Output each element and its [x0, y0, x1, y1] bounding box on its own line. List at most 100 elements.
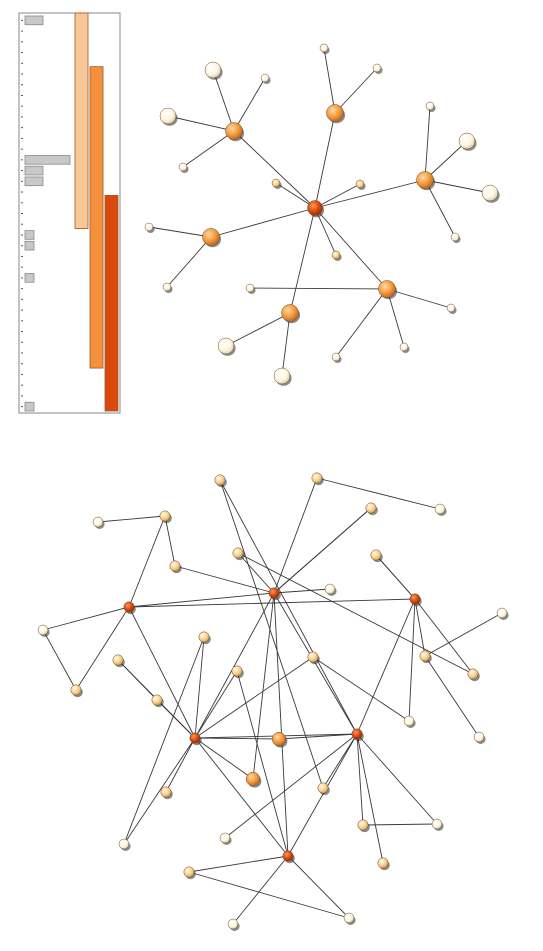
histogram-gray-bar [24, 15, 44, 26]
node-body [324, 583, 336, 595]
bottom-edge [128, 592, 275, 608]
bottom-node-level-2 [311, 472, 324, 486]
bottom-edge [165, 737, 196, 793]
top-node-level-3 [319, 43, 330, 54]
node-body [307, 200, 323, 216]
bottom-edge [42, 606, 130, 631]
top-edge [289, 207, 316, 314]
node-body [151, 694, 163, 706]
bottom-edge [224, 733, 358, 839]
node-body [271, 178, 281, 188]
bottom-node-level-0 [189, 732, 202, 746]
bottom-edge [194, 656, 314, 739]
bottom-node-level-2 [198, 631, 211, 645]
top-node-level-3 [245, 283, 256, 295]
bottom-edge [164, 515, 176, 567]
bottom-edge [252, 592, 275, 780]
node-body [178, 162, 188, 172]
node-body [198, 631, 210, 643]
top-node-level-3 [481, 184, 500, 203]
top-node-level-3 [425, 101, 436, 112]
node-body [159, 510, 171, 522]
node-body [403, 715, 415, 727]
top-node-level-3 [372, 63, 383, 74]
top-edge [314, 112, 336, 209]
top-node-level-3 [204, 61, 223, 80]
bottom-edge [128, 515, 166, 608]
histogram-gray-bar [24, 155, 71, 165]
bottom-node-level-2 [183, 866, 196, 880]
top-node-level-1 [281, 304, 301, 324]
top-graph-nodes [144, 43, 500, 386]
node-body [245, 771, 261, 787]
node-body [351, 728, 363, 740]
bottom-edge [194, 737, 280, 740]
node-body [481, 184, 499, 202]
bottom-node-level-2 [419, 650, 432, 664]
node-body [217, 337, 235, 355]
histogram-color-columns [74, 12, 119, 412]
bottom-node-level-2 [151, 694, 164, 708]
node-body [399, 342, 409, 352]
node-body [225, 122, 243, 140]
node-body [144, 222, 154, 232]
top-edge [424, 105, 431, 181]
bottom-node-level-2 [357, 819, 370, 833]
histogram-column-c2 [89, 66, 104, 369]
top-edge [335, 288, 388, 358]
bottom-node-level-2 [365, 502, 378, 516]
top-node-level-0 [307, 200, 325, 218]
bottom-node-level-3 [496, 607, 509, 620]
node-body [204, 61, 222, 79]
bottom-edge [128, 598, 416, 608]
bottom-edge [414, 598, 474, 675]
bottom-edge [237, 552, 474, 675]
bottom-edge [273, 588, 331, 594]
node-body [202, 228, 220, 246]
node-body [160, 786, 172, 798]
histogram-column-c1 [74, 12, 89, 229]
top-edge [424, 140, 468, 181]
bottom-edge [97, 515, 166, 523]
node-body [467, 668, 479, 680]
bottom-edge [322, 733, 358, 789]
top-edge [386, 288, 452, 309]
bottom-edge [188, 871, 350, 919]
bottom-node-level-3 [473, 731, 486, 744]
bottom-edge [316, 477, 441, 510]
bottom-edge [424, 655, 480, 738]
bottom-node-level-1 [245, 771, 262, 788]
node-body [365, 502, 377, 514]
histogram-gray-bar [24, 165, 44, 176]
top-node-level-3 [178, 162, 189, 173]
bottom-node-level-2 [307, 651, 320, 665]
top-node-level-3 [331, 352, 342, 364]
top-edge [233, 77, 266, 132]
node-body [378, 280, 396, 298]
top-edge [323, 47, 336, 114]
bottom-node-level-2 [370, 549, 383, 563]
top-edge [233, 130, 316, 209]
bottom-node-level-3 [118, 838, 131, 851]
node-body [260, 73, 270, 83]
node-body [245, 283, 255, 293]
top-node-level-3 [159, 107, 178, 126]
histogram-column-c3 [104, 195, 119, 412]
node-body [317, 782, 329, 794]
top-edge [314, 207, 388, 290]
node-body [37, 624, 49, 636]
node-body [355, 179, 365, 189]
bottom-edge [219, 479, 324, 789]
node-body [70, 684, 82, 696]
node-body [273, 367, 291, 385]
node-body [169, 560, 181, 572]
node-body [271, 731, 287, 747]
histogram-gray-bar [24, 240, 35, 251]
bottom-node-level-3 [227, 918, 240, 931]
bottom-edge [356, 733, 364, 826]
node-body [496, 607, 508, 619]
histogram-gray-bar [24, 230, 35, 240]
top-node-level-3 [446, 303, 457, 315]
histogram-gray-bar [24, 176, 44, 187]
bottom-node-level-0 [268, 587, 281, 601]
